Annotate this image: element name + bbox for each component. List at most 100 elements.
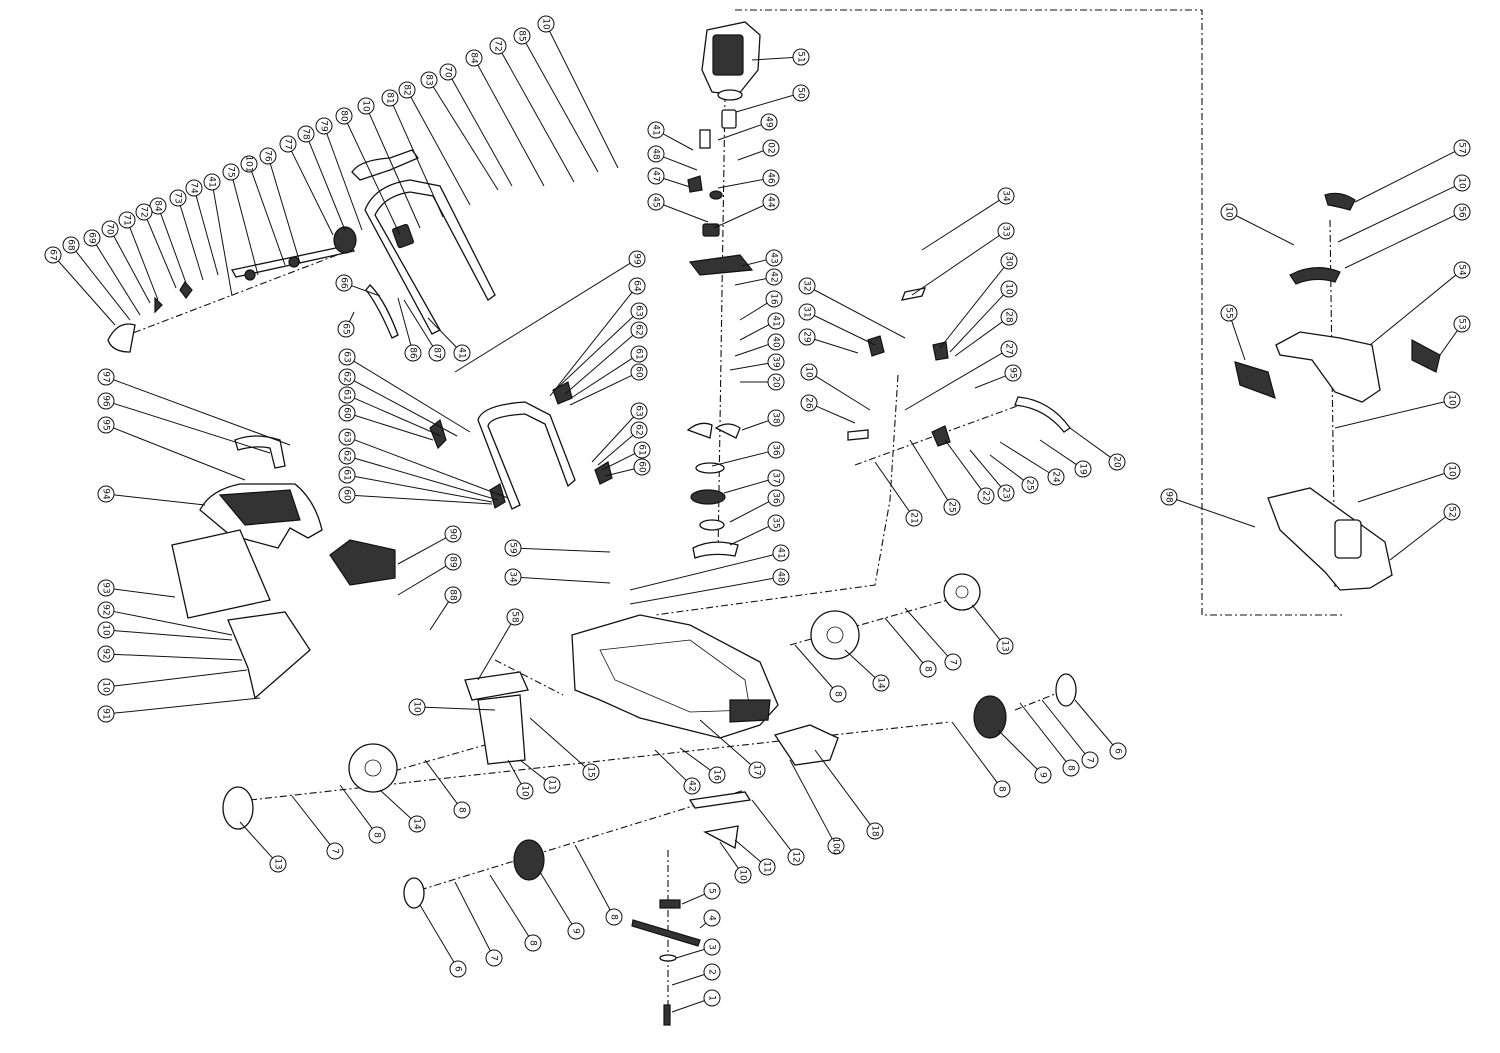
leader-line — [489, 874, 530, 937]
callout-label: 85 — [517, 30, 527, 41]
callout-label: 61 — [342, 469, 352, 480]
leader-line — [195, 195, 219, 276]
callout-circle — [630, 321, 648, 339]
callout-circle — [605, 908, 623, 926]
callout-21: 21 — [905, 509, 923, 527]
callout-18: 18 — [866, 822, 884, 840]
callout-label: 50 — [796, 87, 806, 99]
leader-line — [403, 299, 434, 347]
cable-hook-part — [107, 226, 357, 353]
callout-10: 10 — [1453, 174, 1471, 192]
leader-line — [424, 759, 458, 804]
callout-circle — [997, 484, 1015, 502]
callout-28: 28 — [1000, 308, 1018, 326]
callout-circle — [335, 274, 353, 292]
callout-22: 22 — [977, 487, 995, 505]
callout-72: 72 — [135, 203, 153, 221]
callout-circle — [444, 525, 462, 543]
leader-line — [251, 171, 286, 266]
callout-circle — [297, 125, 315, 143]
callout-label: 9 — [1038, 772, 1048, 778]
callout-circle — [97, 485, 115, 503]
callout-circle — [1453, 139, 1471, 157]
leader-line — [662, 133, 694, 151]
callout-circle — [630, 363, 648, 381]
callout-13: 13 — [996, 637, 1014, 655]
callout-16: 16 — [708, 766, 726, 784]
callout-label: 70 — [443, 66, 453, 78]
callout-circle — [944, 653, 962, 671]
leader-line — [520, 576, 611, 584]
callout-circle — [485, 949, 503, 967]
callout-circle — [996, 637, 1014, 655]
callout-88: 88 — [444, 586, 462, 604]
callout-circle — [97, 601, 115, 619]
callout-circle — [335, 107, 353, 125]
callout-label: 20 — [771, 376, 781, 388]
callout-61: 61 — [630, 345, 648, 363]
motor-part — [701, 21, 761, 129]
leader-line — [717, 178, 764, 189]
callout-circle — [357, 97, 375, 115]
leader-line — [884, 617, 924, 664]
callout-label: 36 — [771, 492, 781, 504]
callout-circle — [703, 963, 721, 981]
callout-67: 67 — [44, 246, 62, 264]
callout-circle — [630, 345, 648, 363]
callout-label: 60 — [342, 407, 352, 419]
callout-circle — [1453, 203, 1471, 221]
callout-label: 14 — [412, 818, 422, 830]
callout-63: 63 — [630, 302, 648, 320]
callout-label: 62 — [634, 324, 644, 335]
callout-circle — [633, 441, 651, 459]
callout-layer: 5150490246444342164140392038363736354148… — [44, 15, 1471, 1007]
leader-line — [663, 156, 698, 171]
leader-line — [1019, 702, 1067, 763]
leader-line — [601, 453, 636, 471]
callout-label: 60 — [634, 366, 644, 378]
callout-51: 51 — [792, 48, 810, 66]
leader-line — [1334, 401, 1445, 429]
leader-line — [549, 30, 619, 169]
callout-circle — [762, 139, 780, 157]
callout-7: 7 — [1081, 751, 1099, 769]
leader-line — [997, 729, 1038, 770]
leader-line — [904, 607, 949, 657]
callout-20: 20 — [1108, 453, 1126, 471]
callout-92: 92 — [97, 645, 115, 663]
callout-circle — [798, 303, 816, 321]
callout-label: 7 — [489, 955, 499, 961]
leader-line — [410, 96, 471, 206]
callout-label: 75 — [226, 166, 236, 177]
leader-line — [729, 362, 769, 371]
callout-circle — [630, 402, 648, 420]
leader-line — [734, 344, 769, 357]
callout-circle — [748, 761, 766, 779]
callout-60: 60 — [338, 486, 356, 504]
callout-41: 41 — [453, 344, 471, 362]
leader-line — [397, 297, 412, 346]
leader-line — [675, 948, 705, 959]
leader-line — [591, 416, 634, 463]
callout-label: 63 — [634, 405, 644, 416]
leader-line — [741, 420, 769, 431]
callout-10: 10 — [97, 621, 115, 639]
leader-line — [816, 405, 856, 424]
callout-circle — [506, 608, 524, 626]
leader-line — [944, 439, 982, 490]
callout-label: 8 — [528, 940, 538, 946]
callout-label: 61 — [634, 348, 644, 359]
callout-circle — [734, 866, 752, 884]
callout-label: 72 — [493, 40, 503, 51]
leader-line — [113, 697, 261, 714]
callout-44: 44 — [762, 193, 780, 211]
callout-label: 60 — [637, 461, 647, 473]
callout-circle — [222, 163, 240, 181]
leader-line — [354, 475, 493, 503]
cover-part — [1234, 192, 1441, 591]
callout-circle — [453, 801, 471, 819]
callout-label: 18 — [870, 825, 880, 837]
callout-circle — [765, 249, 783, 267]
leader-line — [564, 334, 634, 395]
